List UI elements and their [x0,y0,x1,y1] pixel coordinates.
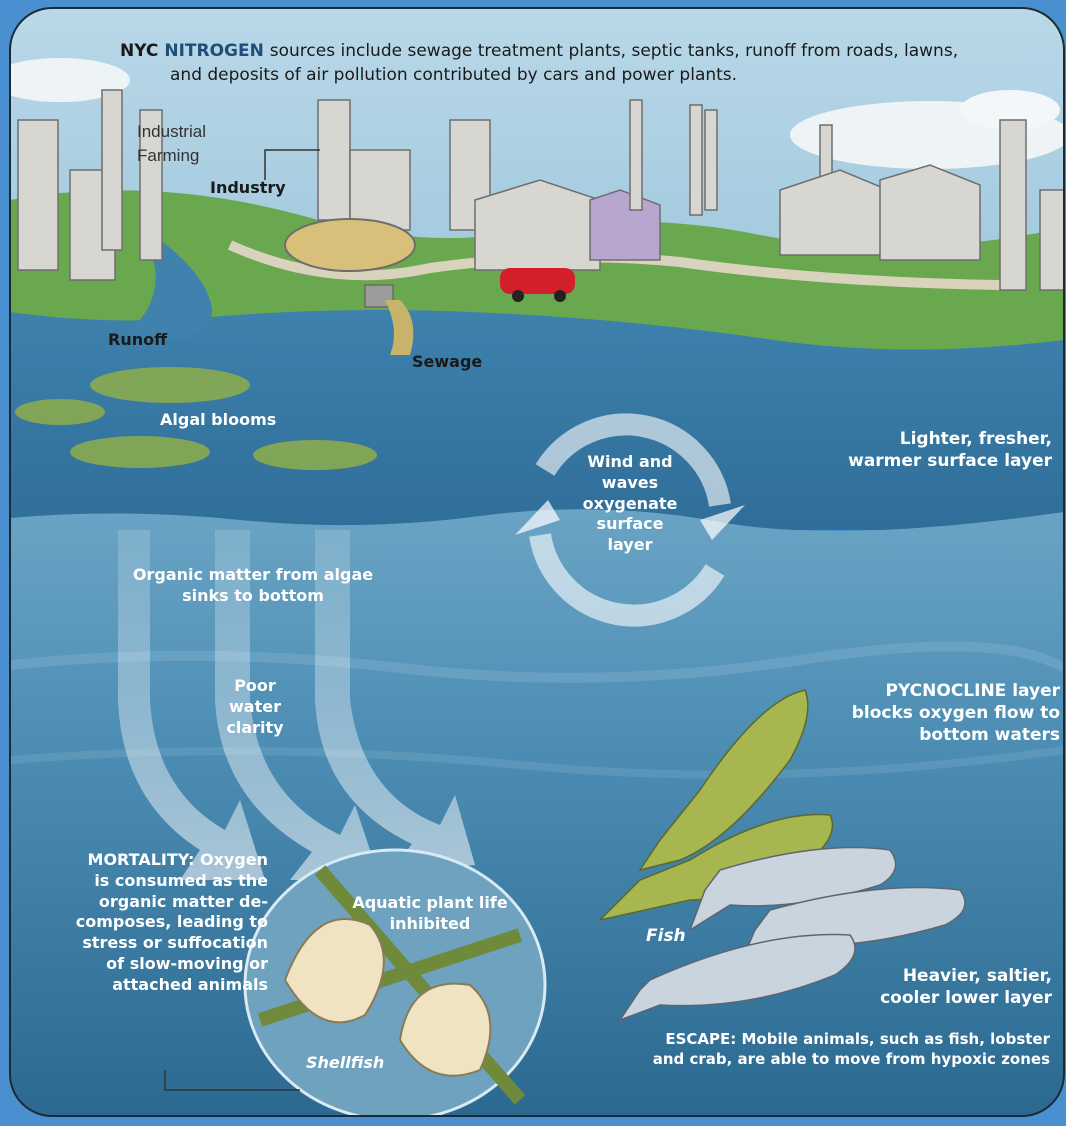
wind-cycle-arrows [529,413,731,627]
factories [17,89,1064,291]
label-escape-1: Mobile animals, such as fish, lobster [741,1030,1050,1048]
label-mortality-3: organic matter de- [98,891,268,911]
label-escape-2: and crab, are able to move from hypoxic … [652,1049,1050,1068]
pycnocline-band-2 [10,746,1064,779]
sewage-outflow [385,300,414,355]
label-pycnocline-2: blocks oxygen flow to [851,703,1060,724]
label-wind-5: layer [607,535,653,555]
label-mortality-word: MORTALITY: [87,850,195,869]
label-industrial-farming: Industrial Farming [137,120,206,168]
label-mortality-7: attached animals [112,974,268,994]
label-industry: Industry [210,178,286,197]
label-algal-blooms: Algal blooms [160,410,277,429]
label-organic-2: sinks to bottom [182,585,324,605]
label-poor-water-clarity: Poor water clarity [205,676,305,738]
label-wind-1: Wind and [587,452,673,471]
sinking-arrows [118,530,475,880]
label-pycnocline-1: layer [1012,681,1060,701]
frame-border [9,7,1065,1117]
smoke-cloud-right-2 [960,90,1060,130]
label-lower-1: Heavier, saltier, [902,966,1052,986]
label-sewage: Sewage [412,352,483,371]
label-runoff: Runoff [108,330,168,349]
label-wind-4: surface [596,514,664,534]
label-poor-2: water [229,696,281,716]
label-wind-2: waves [601,472,659,492]
label-wind-waves: Wind and waves oxygenate surface layer [560,452,700,556]
label-poor-1: Poor [234,676,276,695]
header-prefix: NYC [120,41,159,61]
fish-school [597,689,966,1022]
label-aquatic-plant-life: Aquatic plant life inhibited [330,893,530,935]
label-industrial-farming-1: Industrial [137,122,206,141]
label-lower-2: cooler lower layer [880,988,1052,1009]
label-mortality: MORTALITY: Oxygen is consumed as the org… [10,850,268,996]
label-escape: ESCAPE: Mobile animals, such as fish, lo… [600,1030,1050,1069]
label-fish: Fish [646,926,686,946]
mortality-pointer [164,1070,300,1091]
label-pycnocline: PYCNOCLINE layer blocks oxygen flow to b… [780,680,1060,746]
label-industrial-farming-2: Farming [137,145,200,165]
label-surface-layer-1: Lighter, fresher, [899,429,1052,449]
label-lower-layer: Heavier, saltier, cooler lower layer [780,965,1052,1009]
industry-pointer [264,149,320,180]
label-pycnocline-3: bottom waters [919,725,1060,746]
header-line-1-text: sources include sewage treatment plants,… [269,41,959,61]
label-mortality-2: is consumed as the [94,870,268,890]
label-organic-1: Organic matter from algae [132,565,374,584]
label-mortality-4: composes, leading to [75,912,268,932]
label-surface-layer-2: warmer surface layer [848,451,1052,472]
header-line-1: NYC NITROGEN sources include sewage trea… [120,40,1050,62]
header-line-2: and deposits of air pollution contribute… [170,65,738,85]
label-shellfish: Shellfish [306,1053,385,1072]
header-nitrogen: NITROGEN [164,41,264,61]
car [500,268,575,302]
label-mortality-5: stress or suffocation [82,933,268,953]
river-inlet [120,240,212,340]
label-aquatic-1: Aquatic plant life [352,893,508,912]
wind-arrowhead-1 [700,505,745,540]
label-organic-matter: Organic matter from algae sinks to botto… [118,565,388,607]
label-surface-layer: Lighter, fresher, warmer surface layer [780,428,1052,472]
smoke-cloud-left [10,58,130,102]
label-poor-3: clarity [226,717,284,737]
wind-arrowhead-2 [515,500,560,535]
label-wind-3: oxygenate [582,493,678,513]
pycnocline-band [10,641,1064,683]
label-mortality-6: of slow-moving or [106,953,268,973]
algal-blooms [15,367,377,470]
shellfish-shells [283,918,492,1077]
label-mortality-1: Oxygen [199,850,268,869]
label-escape-word: ESCAPE: [665,1030,737,1048]
sewage-treatment-plant [284,218,416,272]
label-pycnocline-word: PYCNOCLINE [885,681,1007,701]
label-aquatic-2: inhibited [389,913,471,933]
